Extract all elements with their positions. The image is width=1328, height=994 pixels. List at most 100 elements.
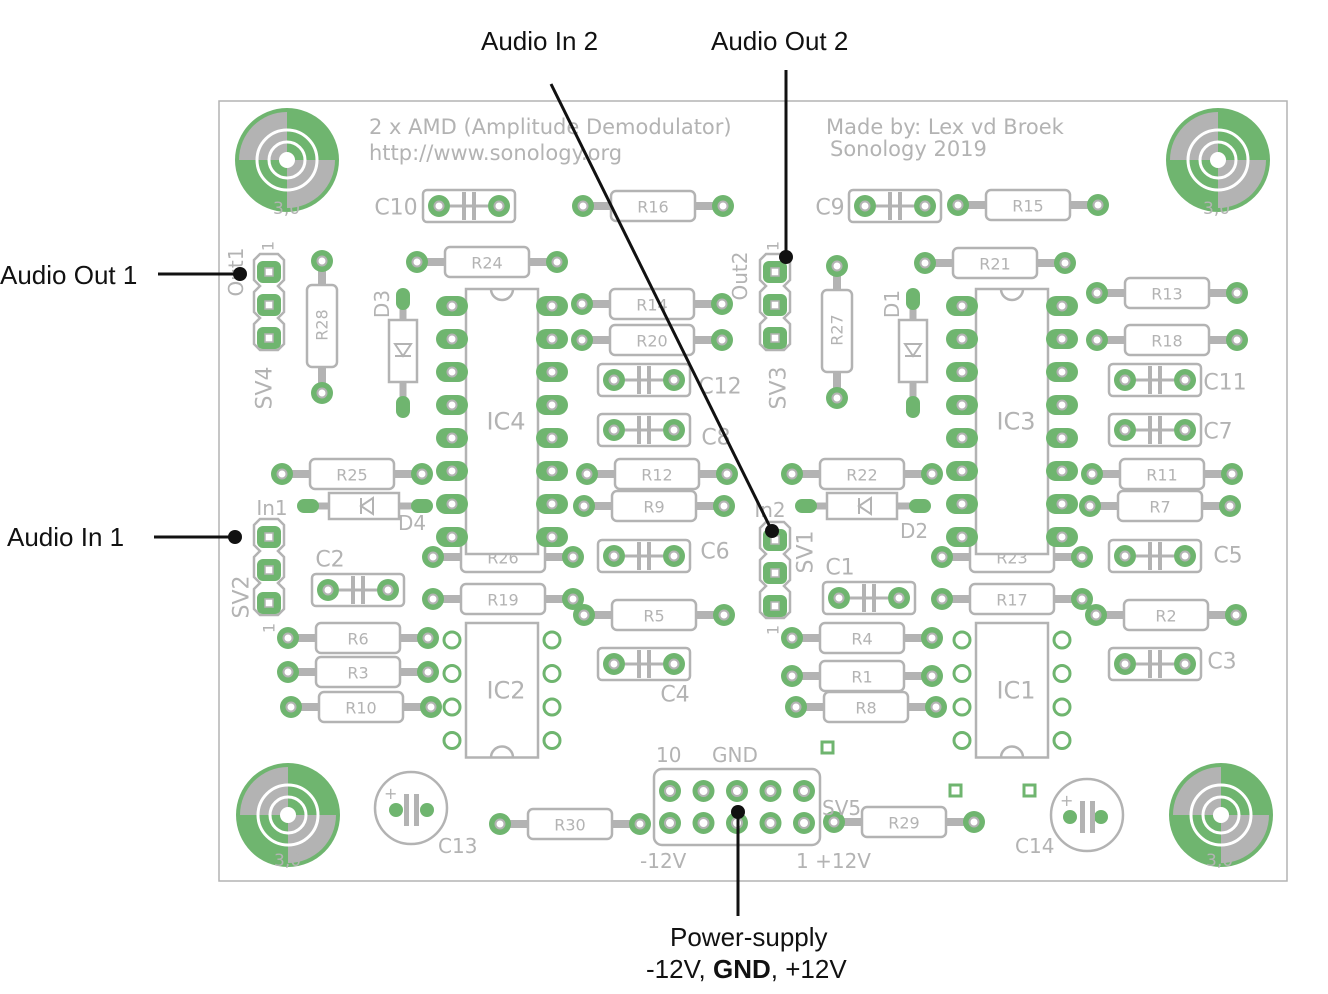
ic-label-ic4: IC4 <box>486 408 525 436</box>
resistor-label-r3: R3 <box>347 664 368 683</box>
svg-text:+: + <box>384 784 397 803</box>
resistor-r9: R9 <box>573 489 735 523</box>
maker-year: Sonology 2019 <box>830 137 987 161</box>
header-label-sv4: SV4 <box>253 366 278 409</box>
resistor-label-r30: R30 <box>554 816 585 835</box>
header-label-sv3: SV3 <box>767 366 792 409</box>
resistor-label-r10: R10 <box>345 699 376 718</box>
capacitor-label-c7: C7 <box>1203 420 1232 445</box>
mounting-hole-br: 3,0 <box>1169 763 1273 871</box>
resistor-r30: R30 <box>489 807 651 841</box>
resistor-r5: R5 <box>573 598 735 632</box>
ic-ic2: IC2 <box>442 621 562 759</box>
callout-audio-in-2: Audio In 2 <box>481 26 779 538</box>
resistor-r29: R29 <box>823 805 985 839</box>
callout-power-voltages: -12V, GND, +12V <box>646 954 847 984</box>
header-pin-one-sv4: 1 <box>259 241 278 251</box>
capacitor-label-c6: C6 <box>700 540 729 565</box>
resistor-r8: R8 <box>785 690 947 724</box>
capacitor-c6: C6 <box>596 538 730 574</box>
ic-label-ic1: IC1 <box>996 676 1035 704</box>
svg-text:+: + <box>1060 791 1073 810</box>
capacitor-c10: C10 <box>374 188 517 224</box>
capacitor-label-c9: C9 <box>815 196 844 221</box>
resistor-r13: R13 <box>1086 276 1248 310</box>
resistor-label-r25: R25 <box>336 466 367 485</box>
resistor-r25: R25 <box>271 457 433 491</box>
resistor-label-r14: R14 <box>636 296 667 315</box>
resistor-r20: R20 <box>571 323 733 357</box>
resistor-r17: R17 <box>931 582 1093 616</box>
power-label-neg: -12V <box>640 849 687 873</box>
resistor-r24: R24 <box>406 245 568 279</box>
resistor-r28: R28 <box>305 250 339 404</box>
resistor-label-r21: R21 <box>979 255 1010 274</box>
resistor-r7: R7 <box>1079 489 1241 523</box>
capacitor-c3: C3 <box>1107 646 1237 682</box>
resistor-r19: R19 <box>422 582 584 616</box>
capacitor-label-c2: C2 <box>315 548 344 573</box>
callout-audio-in-1: Audio In 1 <box>7 522 242 552</box>
board-title: 2 x AMD (Amplitude Demodulator) <box>369 115 732 139</box>
capacitor-c2: C2 <box>310 548 406 608</box>
header-pin-one-sv2: 1 <box>260 623 279 633</box>
resistor-r22: R22 <box>781 457 943 491</box>
power-label-pos: 1 +12V <box>796 849 871 873</box>
resistor-r15: R15 <box>947 188 1109 222</box>
ic-ic1: IC1 <box>952 621 1072 759</box>
callout-audio-out-1: Audio Out 1 <box>0 260 247 290</box>
ic-ic4: IC4 <box>436 287 568 556</box>
maker-name: Made by: Lex vd Broek <box>826 115 1065 139</box>
capacitor-label-c3: C3 <box>1207 650 1236 675</box>
callout-audio-out-2: Audio Out 2 <box>711 26 848 264</box>
resistor-label-r4: R4 <box>851 630 872 649</box>
resistor-r12: R12 <box>576 457 738 491</box>
callout-audio-out-1-label: Audio Out 1 <box>0 260 137 290</box>
capacitor-label-c10: C10 <box>374 196 417 221</box>
resistor-r21: R21 <box>914 246 1076 280</box>
resistor-label-r2: R2 <box>1155 607 1176 626</box>
diode-label-d4: D4 <box>398 511 426 535</box>
ic-ic3: IC3 <box>946 287 1078 556</box>
mounting-hole-bl: 3,0 <box>236 763 340 871</box>
resistor-label-r16: R16 <box>637 198 668 217</box>
header-sv2: SV2 In1 1 <box>230 496 288 633</box>
resistor-r16: R16 <box>572 189 734 223</box>
callout-power-neg: -12V, <box>646 954 713 984</box>
resistor-label-r19: R19 <box>487 591 518 610</box>
resistor-label-r5: R5 <box>643 607 664 626</box>
capacitor-c7: C7 <box>1107 412 1233 448</box>
power-label-gnd: GND <box>712 743 758 767</box>
power-label-10: 10 <box>656 743 681 767</box>
diode-label-d3: D3 <box>370 290 394 318</box>
header-name-out2: Out2 <box>728 252 752 301</box>
capacitor-label-c11: C11 <box>1203 371 1246 396</box>
header-sv4: SV4Out11 <box>224 241 286 410</box>
resistor-r10: R10 <box>280 690 442 724</box>
resistor-r11: R11 <box>1081 457 1243 491</box>
capacitor-c8: C8 <box>596 412 731 451</box>
power-connector-sv5: 10 GND -12V 1 +12V SV5 <box>640 740 1037 873</box>
resistor-r27: R27 <box>820 255 854 409</box>
c14-label: C14 <box>1015 834 1054 858</box>
resistor-label-r1: R1 <box>851 668 872 687</box>
resistor-label-r9: R9 <box>643 498 664 517</box>
resistor-label-r18: R18 <box>1151 332 1182 351</box>
electrolytic-c13: + C13 <box>373 770 477 858</box>
diode-d3: D3 <box>370 288 419 418</box>
ic-label-ic2: IC2 <box>486 676 525 704</box>
resistor-label-r6: R6 <box>347 630 368 649</box>
resistor-label-r7: R7 <box>1149 498 1170 517</box>
resistor-label-r17: R17 <box>996 591 1027 610</box>
header-label-sv2: SV2 <box>230 575 255 618</box>
resistor-r14: R14 <box>571 287 733 321</box>
header-pin-one-sv1: 1 <box>764 625 783 635</box>
callout-audio-out-2-label: Audio Out 2 <box>711 26 848 56</box>
header-name-in1: In1 <box>256 496 287 520</box>
callout-power-label: Power-supply <box>670 922 828 952</box>
